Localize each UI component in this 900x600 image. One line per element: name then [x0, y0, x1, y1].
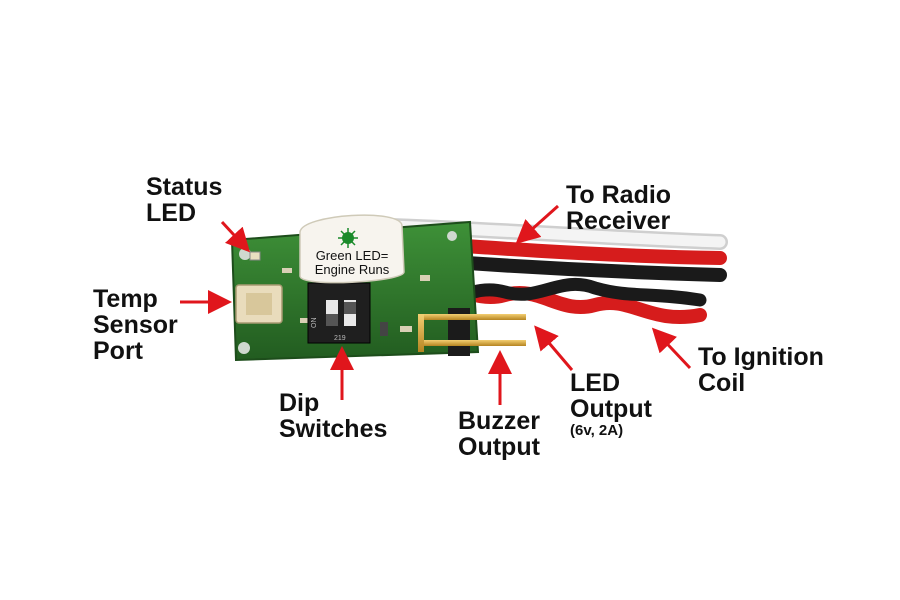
status-led	[249, 251, 261, 261]
callout-temp-sensor-port-line2: Sensor	[93, 311, 178, 339]
callout-dip-switches-line1: Dip	[279, 389, 320, 417]
callout-dip-switches: Dip Switches	[279, 390, 387, 442]
callout-dip-switches-line2: Switches	[279, 415, 388, 443]
arrow-status-led	[220, 220, 251, 253]
callout-to-ignition-coil-line2: Coil	[698, 369, 746, 397]
callout-temp-sensor-port-line1: Temp	[93, 285, 158, 313]
callout-to-ignition-coil-line1: To Ignition	[698, 343, 824, 371]
board-label-sticker: Green LED= Engine Runs	[299, 214, 405, 284]
callout-status-led: Status LED	[146, 174, 222, 226]
arrow-to-radio-receiver	[515, 204, 560, 245]
temp-sensor-port	[235, 284, 283, 324]
callout-temp-sensor-port-line3: Port	[93, 337, 143, 365]
arrow-to-ignition-coil	[651, 327, 692, 370]
green-led-icon	[338, 228, 358, 248]
callout-led-output: LED Output (6v, 2A)	[570, 370, 652, 440]
callout-status-led-line2: LED	[146, 199, 196, 227]
callout-buzzer-output: Buzzer Output	[458, 408, 540, 460]
callout-status-led-line1: Status	[146, 173, 223, 201]
callout-to-radio-receiver: To Radio Receiver	[566, 182, 671, 234]
board-label-line2: Engine Runs	[315, 262, 390, 277]
callout-led-output-note: (6v, 2A)	[570, 422, 624, 439]
callout-buzzer-output-line2: Output	[458, 433, 540, 461]
callout-led-output-line1: LED	[570, 369, 620, 397]
callout-arrows	[180, 204, 692, 405]
callout-buzzer-output-line1: Buzzer	[458, 407, 540, 435]
dip-switch-on-mark: ON	[311, 318, 318, 329]
header-pins	[418, 308, 526, 356]
callout-to-radio-receiver-line1: To Radio	[566, 181, 672, 209]
arrow-led-output	[534, 325, 574, 371]
dip-switch-digits: 219	[334, 335, 346, 342]
callout-led-output-line2: Output	[570, 395, 652, 423]
callout-temp-sensor-port: Temp Sensor Port	[93, 286, 178, 364]
callout-to-radio-receiver-line2: Receiver	[566, 207, 671, 235]
callout-to-ignition-coil: To Ignition Coil	[698, 344, 824, 396]
board-label-line1: Green LED=	[316, 248, 389, 263]
dip-switch-block: ON 219	[307, 282, 371, 344]
